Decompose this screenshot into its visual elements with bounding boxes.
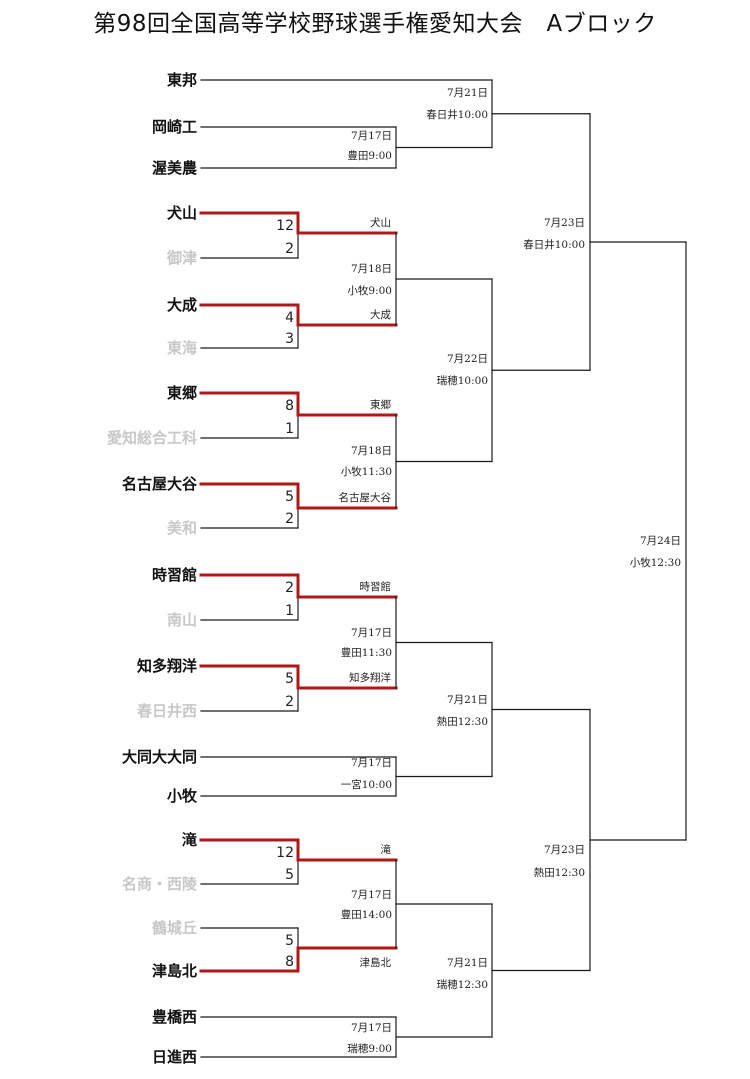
score: 5 (285, 933, 294, 949)
game-venue-time: 瑞穂12:30 (437, 978, 488, 991)
team-name: 愛知総合工科 (107, 429, 197, 447)
game-date: 7月17日 (351, 1022, 392, 1034)
team-name: 東邦 (167, 71, 197, 89)
game-venue-time: 熱田12:30 (534, 866, 585, 879)
game-date: 7月17日 (351, 130, 392, 142)
score: 2 (285, 241, 294, 257)
score: 12 (276, 218, 294, 234)
game-date: 7月22日 (447, 353, 488, 365)
game-date: 7月21日 (447, 694, 488, 706)
team-name: 東海 (167, 339, 197, 357)
game-venue-time: 小牧11:30 (341, 465, 392, 478)
game-venue-time: 瑞穂10:00 (437, 374, 488, 387)
team-name: 春日井西 (137, 702, 197, 720)
game-venue-time: 豊田9:00 (347, 149, 392, 162)
game-date: 7月21日 (447, 87, 488, 99)
score: 1 (285, 421, 294, 437)
winner-label: 大成 (370, 308, 391, 321)
score: 5 (285, 671, 294, 687)
game-date: 7月23日 (544, 844, 585, 856)
score: 1 (285, 603, 294, 619)
team-name: 小牧 (167, 787, 198, 805)
team-name: 知多翔洋 (137, 657, 197, 675)
winner-label: 犬山 (370, 216, 391, 229)
game-date: 7月18日 (351, 263, 392, 275)
score: 2 (285, 580, 294, 596)
team-name: 御津 (166, 249, 197, 267)
game-date: 7月21日 (447, 957, 488, 969)
game-venue-time: 春日井10:00 (426, 108, 488, 121)
team-name: 大成 (167, 296, 197, 314)
game-date: 7月17日 (351, 757, 392, 769)
winner-label: 滝 (381, 844, 392, 856)
winner-label: 時習館 (360, 580, 392, 593)
game-venue-time: 豊田11:30 (341, 646, 392, 659)
team-name: 岡崎工 (152, 118, 197, 136)
game-date: 7月17日 (351, 627, 392, 639)
team-name: 津島北 (152, 962, 197, 980)
score: 12 (276, 845, 294, 861)
winner-label: 名古屋大谷 (339, 491, 392, 504)
game-date: 7月24日 (640, 535, 681, 547)
game-venue-time: 一宮10:00 (341, 778, 392, 791)
score: 5 (285, 867, 294, 883)
score: 8 (285, 954, 294, 970)
team-name: 日進西 (152, 1048, 197, 1066)
team-name: 渥美農 (152, 159, 197, 177)
score: 5 (285, 489, 294, 505)
bracket-title: 第98回全国高等学校野球選手権愛知大会 Aブロック (93, 11, 657, 37)
score: 2 (285, 511, 294, 527)
score: 4 (285, 310, 294, 326)
team-name: 美和 (167, 519, 197, 537)
team-name: 豊橋西 (152, 1008, 197, 1026)
game-venue-time: 豊田14:00 (341, 908, 392, 921)
winner-label: 津島北 (360, 956, 392, 969)
game-venue-time: 小牧12:30 (630, 556, 681, 569)
game-venue-time: 春日井10:00 (523, 238, 585, 251)
team-name: 鶴城丘 (152, 919, 197, 937)
game-venue-time: 熱田12:30 (437, 715, 488, 728)
game-date: 7月23日 (544, 217, 585, 229)
game-venue-time: 小牧9:00 (347, 284, 392, 297)
team-name: 名商・西陵 (122, 875, 198, 893)
team-name: 犬山 (167, 204, 197, 222)
score: 3 (285, 331, 294, 347)
winner-label: 知多翔洋 (349, 671, 391, 684)
team-name: 時習館 (152, 566, 197, 584)
score: 8 (285, 398, 294, 414)
game-date: 7月18日 (351, 445, 392, 457)
game-date: 7月17日 (351, 889, 392, 901)
team-name: 滝 (182, 831, 197, 849)
team-name: 大同大大同 (122, 748, 197, 766)
team-name: 東郷 (167, 384, 197, 402)
score: 2 (285, 694, 294, 710)
winner-label: 東郷 (370, 398, 391, 411)
game-venue-time: 瑞穂9:00 (347, 1042, 392, 1055)
team-name: 名古屋大谷 (122, 475, 198, 493)
team-name: 南山 (167, 611, 197, 629)
